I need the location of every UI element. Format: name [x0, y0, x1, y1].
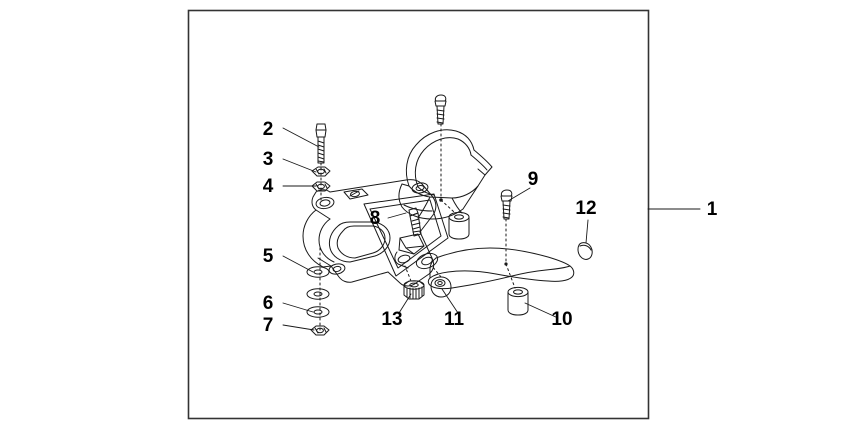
callout-number-1[interactable]: 1: [707, 199, 718, 220]
leader-line-7: [282, 324, 315, 331]
part-washer-5: [306, 266, 330, 278]
part-cap-12: [577, 242, 593, 260]
callout-number-8[interactable]: 8: [370, 208, 381, 229]
callout-number-4[interactable]: 4: [263, 176, 274, 197]
part-bolt-9: [500, 189, 513, 265]
part-upper-collar: [448, 211, 470, 240]
assembly-frame-border: [187, 9, 650, 420]
part-washer-5b: [306, 288, 330, 300]
callout-number-9[interactable]: 9: [528, 169, 539, 190]
leader-line-6: [282, 302, 314, 313]
leader-line-11: [441, 288, 459, 314]
part-nut-7: [310, 325, 330, 336]
callout-number-3[interactable]: 3: [263, 149, 274, 170]
callout-number-12[interactable]: 12: [575, 198, 596, 219]
callout-number-10[interactable]: 10: [551, 309, 572, 330]
callout-number-11[interactable]: 11: [444, 309, 465, 330]
part-collar-10: [505, 263, 529, 316]
part-bolt-8: [408, 207, 422, 237]
right-support-arm: [427, 247, 575, 290]
leader-line-5: [282, 255, 314, 273]
leader-line-12: [585, 219, 589, 244]
part-bush-11: [430, 276, 452, 298]
leader-line-10: [524, 302, 559, 319]
part-washer-6: [306, 306, 330, 318]
callout-number-7[interactable]: 7: [263, 315, 274, 336]
callout-number-5[interactable]: 5: [263, 246, 274, 267]
callout-number-6[interactable]: 6: [263, 293, 274, 314]
callout-number-13[interactable]: 13: [381, 309, 402, 330]
callout-leader-lines: [282, 127, 701, 331]
leader-line-2: [282, 127, 320, 148]
leader-line-3: [282, 158, 317, 173]
grab-rail-part: [398, 129, 493, 220]
callout-number-2[interactable]: 2: [263, 119, 274, 140]
part-upper-bolt: [434, 94, 447, 201]
leader-line-8: [387, 212, 407, 219]
leader-line-9: [507, 187, 531, 202]
leader-line-13: [398, 293, 412, 314]
part-flange-bolt-2: [315, 123, 327, 164]
part-knurled-nut-13: [403, 280, 425, 300]
